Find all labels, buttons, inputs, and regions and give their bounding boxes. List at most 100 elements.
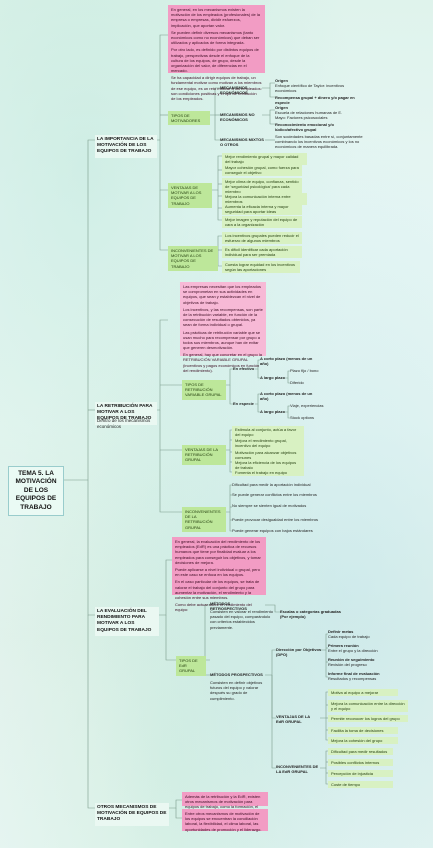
dpo-step-4-title: Informe final de evaluación <box>328 671 380 676</box>
dpo-step-2-title: Primera reunión <box>328 643 359 648</box>
dpo-step-3-desc: Revisión del progreso <box>328 662 367 668</box>
recompensa-1: Recompensa grupal + dinero y/o pagar en … <box>275 95 355 106</box>
recompensa-2: Reconocimiento emocional y/o lúdico/afec… <box>275 122 334 133</box>
retrib-ventaja-3: Motivación para alcanzar objetivos comun… <box>232 449 304 462</box>
eval-retrospectivos-desc: Consisten en valorar el rendimiento pasa… <box>210 609 273 630</box>
retribucion-p3: Las prácticas de retribución variable qu… <box>183 329 261 351</box>
retrib-inconv-1: Dificultad para medir la aportación indi… <box>232 482 311 487</box>
origen-1-label: Origen <box>275 78 288 83</box>
section-retribucion: LA RETRIBUCIÓN PARA MOTIVAR A LOS EQUIPO… <box>95 402 157 425</box>
eval-ventaja-4: Facilita la toma de decisiones <box>328 727 398 735</box>
eval-inconv-3: Percepción de injusticia <box>328 770 393 778</box>
ventaja-3: Mejor clima de equipo, confianza, sentid… <box>222 178 302 196</box>
retrib-efectivo: En efectivo <box>233 366 255 371</box>
eval-retrospectivos: MÉTODOS RETROSPECTIVOS <box>210 601 247 612</box>
section-retribucion-sub: Dentro de los mecanismos económicos <box>97 418 151 429</box>
eval-ventaja-5: Mejora la cohesión del grupo <box>328 737 398 745</box>
mixtos-desc: Son sociedades basadas entre sí, conjunt… <box>275 134 363 150</box>
eval-dpo: Dirección por Objetivos (DPO) <box>276 647 322 658</box>
importancia-ventajas: VENTAJAS DE MOTIVAR A LOS EQUIPOS DE TRA… <box>168 183 212 208</box>
retrib-ventaja-1: Estimula al conjunto, actúa a favor del … <box>232 426 304 439</box>
retribucion-tipos: TIPOS DE RETRIBUCIÓN VARIABLE GRUPAL <box>182 380 226 400</box>
retrib-plazo-3: Viaje, experiencias <box>290 403 324 408</box>
retribucion-p4: En general, hay que concretar en el grup… <box>183 352 262 373</box>
eval-ventajas: VENTAJAS DE LA EdR GRUPAL <box>276 714 311 725</box>
importancia-intro-2: Se pueden definir diversos mecanismos (t… <box>171 29 260 46</box>
retrib-plazo-1: Plazo fijo / bono <box>290 368 319 373</box>
inconv-3: Cuesta lograr equidad en los incentivos … <box>222 261 300 274</box>
dpo-step-4-desc: Resultados y recompensas <box>328 676 377 682</box>
origen-2-label: Origen <box>275 105 288 110</box>
mec-no-economicos: MECANISMOS NO ECONÓMICOS <box>220 112 255 123</box>
section-evaluacion: LA EVALUACIÓN DEL RENDIMIENTO PARA MOTIV… <box>95 607 159 636</box>
dpo-step-1-title: Definir metas <box>328 629 354 634</box>
retrib-corto-1: A corto plazo (menos de un año) <box>260 356 313 367</box>
retribucion-p2: Los incentivos, y las recompensas, son p… <box>183 306 263 328</box>
retrib-inconv-4: Puede provocar desigualdad entre los mie… <box>232 517 319 522</box>
inconv-1: Los incentivos grupales pueden reducir e… <box>222 232 302 245</box>
importancia-intro-4: Se ha capacidad a dirigir equipos de tra… <box>171 75 262 101</box>
section-importancia: LA IMPORTANCIA DE LA MOTIVACIÓN DE LOS E… <box>95 135 157 158</box>
mec-mixtos: MECANISMOS MIXTOS O OTROS <box>220 137 264 148</box>
dpo-step-1-desc: Cada equipo de trabajo <box>328 634 370 640</box>
origen-1-text: Enfoque científico de Taylor: incentivos… <box>275 83 345 94</box>
evaluacion-p3: En el caso particular de los equipos, se… <box>175 579 260 600</box>
evaluacion-p1: En general, la evaluación del rendimient… <box>175 539 261 565</box>
eval-escalas: Escalas o categorías graduadas (Por ejem… <box>280 609 341 620</box>
main-title: TEMA 5. LA MOTIVACIÓN DE LOS EQUIPOS DE … <box>8 466 64 517</box>
importancia-intro-box: En general, en los mecanismos existen la… <box>168 5 265 101</box>
eval-prospectivos-desc: Consisten en definir objetivos futuros d… <box>210 680 263 701</box>
importancia-tipos: TIPOS DE MOTIVADORES <box>168 111 210 126</box>
ventaja-6: Mejor imagen y reputación del equipo de … <box>222 216 302 229</box>
dpo-step-3-title: Reunión de seguimiento <box>328 657 375 662</box>
retrib-largo-2: A largo plazo <box>260 409 285 414</box>
eval-inconv-1: Dificultad para medir resultados <box>328 748 393 756</box>
evaluacion-p4: Como debe actuar sobre el rendimiento de… <box>175 602 252 613</box>
retrib-ventaja-4: Mejora la eficiencia de los equipos de t… <box>232 459 304 472</box>
importancia-intro-3: Por otro lado, es definido por distintos… <box>171 47 259 74</box>
ventaja-5: Aumenta la eficacia interna y mayor segu… <box>222 203 302 216</box>
eval-inconv: INCONVENIENTES DE LA EdR GRUPAL <box>276 764 319 775</box>
ventaja-2: Mayor cohesión grupal, como fuerza para … <box>222 164 302 177</box>
otros-p2: Entre otros mecanismos de motivación de … <box>182 809 268 832</box>
eval-inconv-4: Coste de tiempo <box>328 781 393 789</box>
mec-economicos: MECANISMOS ECONÓMICOS <box>220 85 248 96</box>
retrib-ventaja-5: Fomenta el trabajo en equipo <box>232 469 304 477</box>
eval-ventaja-3: Permite reconocer los logros del grupo <box>328 715 408 723</box>
importancia-inconv: INCONVENIENTES DE MOTIVAR A LOS EQUIPOS … <box>168 246 218 271</box>
retrib-inconv-5: Puede generar equipos con bajos estándar… <box>232 528 313 533</box>
retrib-inconv-3: No siempre se sienten igual de motivados <box>232 503 307 508</box>
evaluacion-intro-box: En general, la evaluación del rendimient… <box>172 537 266 612</box>
retrib-plazo-4: Stock options <box>290 415 315 420</box>
retrib-ventaja-2: Mejora el rendimiento grupal, incentivo … <box>232 437 304 450</box>
inconv-2: Es difícil identificar cada aportación i… <box>222 246 302 259</box>
retribucion-p1: Las empresas necesitan que los empleados… <box>183 284 262 305</box>
section-otros: OTROS MECANISMOS DE MOTIVACIÓN DE EQUIPO… <box>95 803 169 826</box>
evaluacion-tipos: TIPOS DE EdR GRUPAL <box>176 656 206 676</box>
eval-prospectivos: MÉTODOS PROSPECTIVOS <box>210 672 263 677</box>
retrib-inconv-2: Se puede generar conflictos entre los mi… <box>232 492 317 497</box>
eval-ventaja-1: Motiva al equipo a mejorar <box>328 689 398 697</box>
origen-2-text: Escuela de relaciones humanas de E. Mayo… <box>275 110 343 121</box>
evaluacion-p2: Puede aplicarse a nivel individual o gru… <box>175 566 260 578</box>
retrib-largo-1: A largo plazo <box>260 375 285 380</box>
eval-ventaja-2: Mejora la comunicación entre la direcció… <box>328 700 408 713</box>
retrib-especie: En especie <box>233 401 254 406</box>
retrib-plazo-2: Diferido <box>290 380 304 385</box>
retribucion-intro-box: Las empresas necesitan que los empleados… <box>180 282 266 373</box>
retrib-corto-2: A corto plazo (menos de un año) <box>260 391 313 402</box>
ventaja-4: Mejora la comunicación interna entre mie… <box>222 193 307 206</box>
retribucion-ventajas: VENTAJAS DE LA RETRIBUCIÓN GRUPAL <box>182 445 226 465</box>
dpo-step-2-desc: Entre el grupo y la dirección <box>328 648 378 654</box>
otros-p1: Además de la retribución y la EdR, exist… <box>182 792 268 815</box>
ventaja-1: Mejor rendimiento grupal y mayor calidad… <box>222 153 307 166</box>
retribucion-inconv: INCONVENIENTES DE LA RETRIBUCIÓN GRUPAL <box>182 507 226 532</box>
importancia-intro-1: En general, en los mecanismos existen la… <box>171 7 260 28</box>
